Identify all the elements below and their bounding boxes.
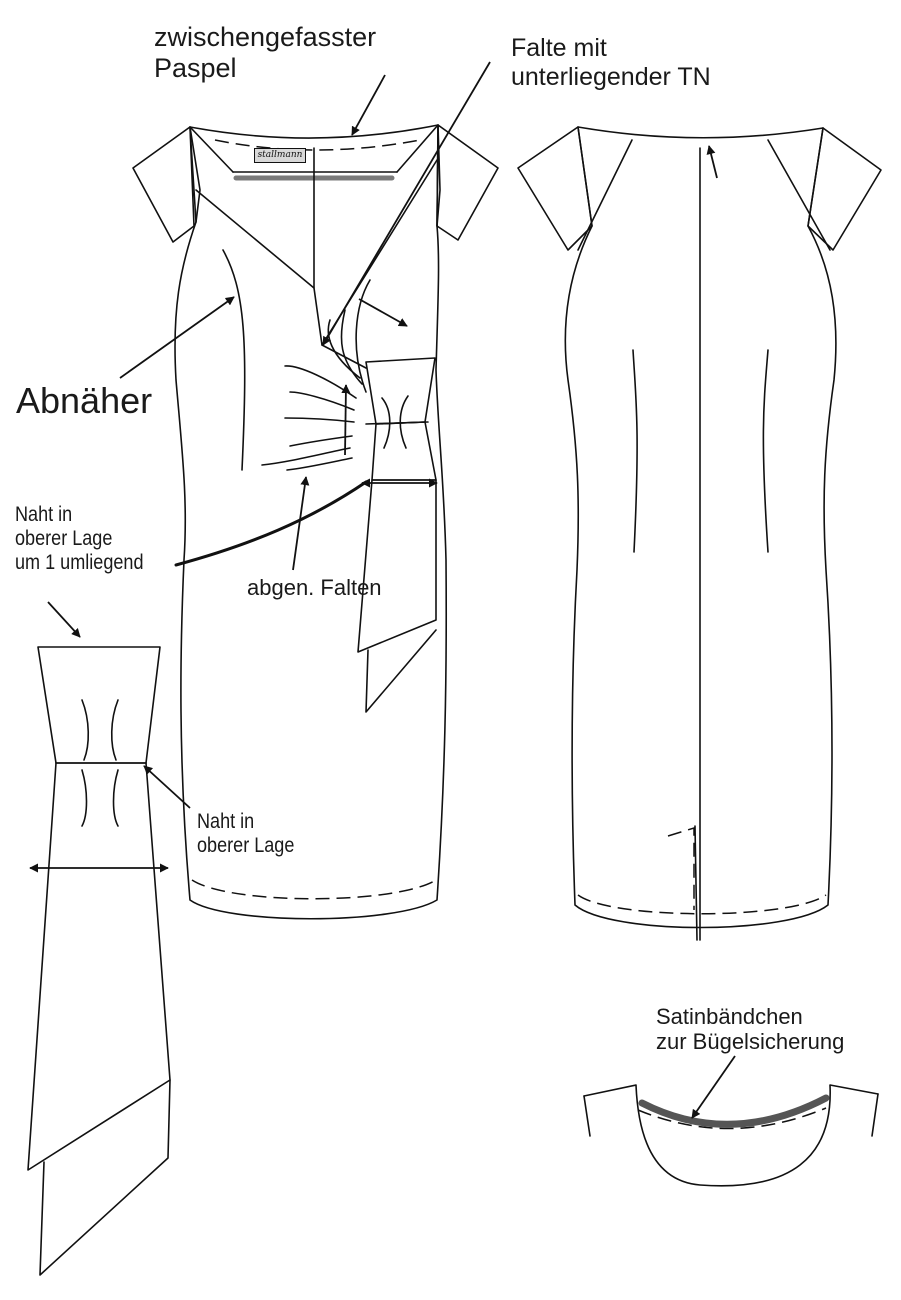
neck-tape-detail [583, 1055, 879, 1187]
front-dress-view [119, 61, 499, 920]
front-left-sleeve [132, 126, 195, 243]
front-neckline [189, 124, 439, 139]
satin-tape [638, 1094, 830, 1128]
brand-label: stallmann [254, 148, 306, 163]
front-wrap-left [195, 189, 323, 346]
back-zipper-arrow [706, 145, 718, 179]
neck-detail-stitch [637, 1107, 827, 1130]
front-silhouette [174, 124, 448, 920]
back-dart-left [632, 349, 638, 553]
sash-detail [27, 601, 191, 1276]
back-armhole-r [767, 139, 831, 251]
front-sash-lower [365, 629, 437, 713]
front-annotation-arrows [119, 61, 491, 571]
back-hem-stitch [577, 894, 827, 915]
front-right-sleeve [436, 124, 499, 241]
back-dress-view [517, 126, 882, 941]
front-overlay-seam [174, 480, 368, 567]
sash-detail-top [37, 646, 161, 764]
back-center-seam-2 [694, 825, 698, 941]
front-collar-side-r [396, 124, 439, 173]
front-armhole-l [189, 126, 201, 223]
neck-detail-outline [583, 1084, 879, 1187]
sash-detail-tail [27, 762, 171, 1171]
front-collar-side-l [189, 126, 234, 173]
back-dart-right [762, 349, 769, 553]
front-collar-stitch [214, 139, 421, 151]
sash-detail-tail-lower [39, 1079, 171, 1276]
front-waist-band [365, 357, 437, 481]
front-wrap-right [321, 159, 438, 369]
gathered-folds [261, 279, 371, 471]
front-dart [222, 249, 246, 471]
label-falte: Falte mit unterliegender TN [511, 34, 711, 91]
back-armhole-l [577, 139, 633, 251]
label-naht-oben-umliegend: Naht in oberer Lage um 1 umliegend [15, 503, 144, 575]
back-vent-stitch [667, 826, 695, 910]
label-abnaeher: Abnäher [16, 380, 153, 421]
label-naht-oben: Naht in oberer Lage [197, 810, 295, 858]
back-neckline [577, 126, 824, 139]
label-abgen-falten: abgen. Falten [247, 575, 382, 600]
front-armhole-r [436, 124, 441, 227]
label-satin: Satinbändchen zur Bügelsicherung [656, 1004, 845, 1055]
label-paspel: zwischengefasster Paspel [154, 22, 377, 84]
front-hem-stitch [191, 879, 437, 900]
front-sash [357, 479, 437, 653]
